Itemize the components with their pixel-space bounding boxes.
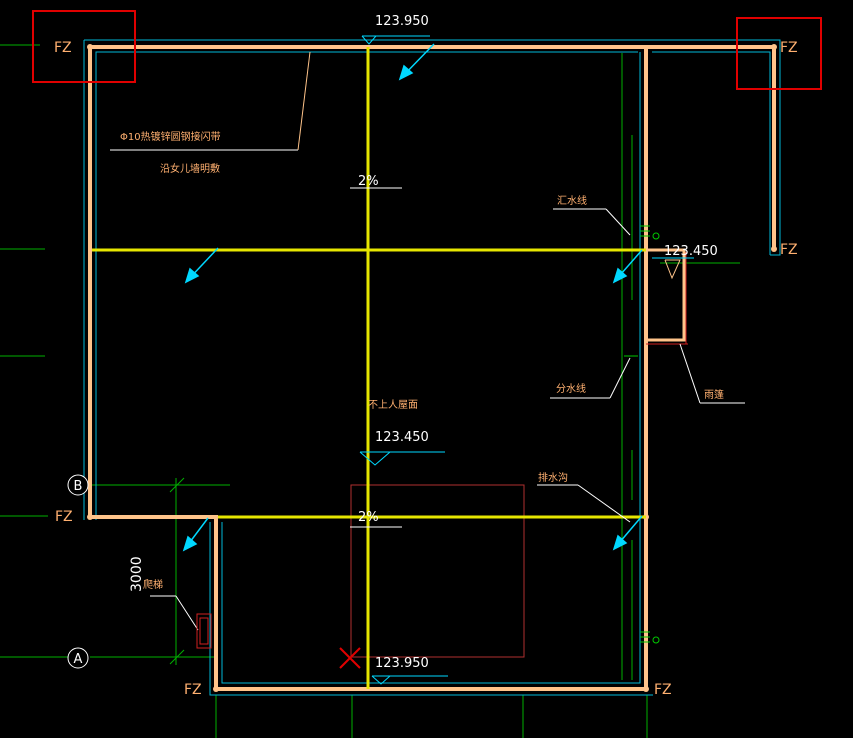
- parapet-outer-line: [209, 522, 653, 696]
- parapet-inner-line: [652, 51, 771, 255]
- dim-tick: [169, 477, 185, 493]
- elevation-triangle: [359, 451, 392, 466]
- elevation-value: 123.950: [375, 656, 429, 671]
- ladder-outline: [196, 613, 212, 649]
- fz-label: FZ: [780, 40, 798, 56]
- arrowhead: [612, 267, 628, 284]
- axis-bubble-b: B: [67, 474, 89, 496]
- corner-dot: [771, 44, 777, 50]
- opening-outline: [350, 484, 525, 658]
- note-parapet: 沿女儿墙明敷: [160, 162, 220, 175]
- elevation-value: 123.950: [375, 14, 429, 29]
- note-ladder: 爬梯: [143, 578, 163, 591]
- elevation-value: 123.450: [664, 244, 718, 259]
- fz-label: FZ: [654, 682, 672, 698]
- fz-label: FZ: [780, 242, 798, 258]
- note-leader: [297, 51, 311, 151]
- ladder-symbol: [196, 613, 212, 649]
- note-leader: [679, 343, 701, 404]
- corner-dot: [87, 44, 93, 50]
- parapet-cyan-lines: [83, 39, 781, 696]
- corner-dot: [213, 686, 219, 692]
- corner-dot: [643, 686, 649, 692]
- slope-labels: 2% 2%: [358, 174, 379, 525]
- note-lightning-strip: Φ10热镀锌圆钢接闪带: [120, 130, 221, 143]
- slope-label: 2%: [358, 510, 379, 525]
- slope-arrows: [182, 43, 643, 552]
- canopy-wall: [646, 248, 686, 342]
- ridge-lines: [92, 47, 646, 689]
- arrowhead: [612, 534, 628, 551]
- note-huishui: 汇水线: [557, 194, 587, 207]
- slope-label: 2%: [358, 174, 379, 189]
- wall-segment: [88, 47, 648, 691]
- corner-dot: [771, 246, 777, 252]
- note-leader: [577, 484, 631, 523]
- ladder-inner: [199, 617, 209, 645]
- dimension-label: 3000: [129, 556, 145, 592]
- wall-segment: [90, 45, 776, 249]
- highlight-box-top-left: [32, 10, 136, 83]
- note-roof: 不上人屋面: [368, 399, 418, 411]
- fz-label: FZ: [55, 509, 73, 525]
- elevation-value: 123.450: [375, 430, 429, 445]
- parapet-inner-line: [221, 52, 641, 684]
- fz-label: FZ: [184, 682, 202, 698]
- highlight-box-top-right: [736, 17, 822, 90]
- axis-label-a: A: [74, 652, 83, 667]
- fz-label: FZ: [54, 40, 72, 56]
- grid-lines: [0, 44, 740, 738]
- fz-labels: FZ FZ FZ FZ FZ FZ: [54, 40, 798, 698]
- axis-label-b: B: [74, 479, 83, 494]
- corner-dot: [87, 514, 93, 520]
- drain-symbols: [624, 225, 660, 644]
- elevation-marks: [359, 35, 694, 685]
- parapet-inner-line: [95, 51, 638, 520]
- note-paishui: 排水沟: [538, 471, 568, 484]
- parapet-outer-line: [84, 39, 781, 256]
- arrowhead: [398, 64, 414, 81]
- dim-tick: [169, 649, 185, 665]
- arrowhead: [184, 267, 200, 284]
- note-leaders: [110, 51, 745, 631]
- cross-marker: [339, 647, 361, 669]
- elevation-triangle: [664, 259, 681, 280]
- note-leader: [609, 357, 631, 399]
- axis-bubble-a: A: [67, 647, 89, 669]
- note-leader: [605, 208, 631, 236]
- note-fenshui: 分水线: [556, 382, 586, 395]
- drain-circle: [652, 636, 660, 644]
- note-yupeng: 雨篷: [704, 388, 724, 401]
- note-leader: [175, 595, 199, 631]
- parapet-wall: [88, 45, 776, 691]
- drain-circle: [652, 232, 660, 240]
- arrowhead: [182, 535, 198, 552]
- elevation-values: 123.950 123.450 123.450 123.950: [375, 14, 718, 671]
